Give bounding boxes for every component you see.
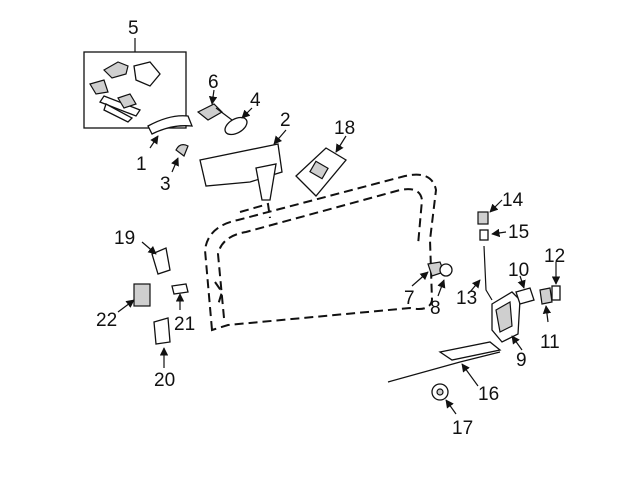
part-14-clip [477, 199, 503, 225]
part-1-outside-handle [147, 115, 194, 149]
part-22-bumper [117, 283, 151, 313]
callout-20: 20 [154, 370, 175, 391]
callout-labels: 5 6 4 2 18 1 3 19 22 21 20 7 8 13 14 15 … [96, 18, 565, 439]
part-19-upper-hinge [141, 241, 171, 275]
part-18-control-module [295, 135, 347, 197]
part-10-striker [515, 275, 535, 305]
part-4-ring [224, 107, 253, 136]
callout-16: 16 [478, 384, 499, 405]
callout-21: 21 [174, 314, 195, 335]
callout-19: 19 [114, 228, 135, 249]
callout-1: 1 [136, 154, 147, 175]
part-6-lock-cylinder [196, 89, 233, 121]
callout-17: 17 [452, 418, 473, 439]
part-5-lock-set [83, 38, 187, 129]
door-shell-outline [203, 173, 438, 332]
callout-15: 15 [508, 222, 529, 243]
callout-7: 7 [404, 288, 415, 309]
callout-8: 8 [430, 298, 441, 319]
part-9-latch-assembly [491, 291, 523, 351]
part-7-actuator [411, 261, 445, 287]
part-12-screw [551, 262, 561, 301]
part-15-grommet [479, 228, 507, 241]
part-8-cap [437, 263, 453, 297]
callout-5: 5 [128, 18, 139, 39]
callout-2: 2 [280, 110, 291, 131]
part-21-pin [171, 283, 189, 310]
part-16-cable [387, 341, 502, 387]
callout-12: 12 [544, 246, 565, 267]
part-2-handle-frame [199, 129, 287, 201]
callout-6: 6 [208, 72, 219, 93]
callout-14: 14 [502, 190, 524, 211]
callout-4: 4 [250, 90, 261, 111]
callout-9: 9 [516, 350, 527, 371]
part-11-bolt [539, 287, 553, 323]
callout-3: 3 [160, 174, 171, 195]
callout-10: 10 [508, 260, 529, 281]
part-17-bushing [431, 383, 457, 415]
callout-13: 13 [456, 288, 477, 309]
part-3-handle-cap [171, 144, 189, 173]
callout-11: 11 [540, 332, 560, 353]
part-20-lower-hinge [153, 317, 171, 368]
callout-18: 18 [334, 118, 355, 139]
part-13-lock-rod [469, 245, 493, 301]
callout-22: 22 [96, 310, 117, 331]
